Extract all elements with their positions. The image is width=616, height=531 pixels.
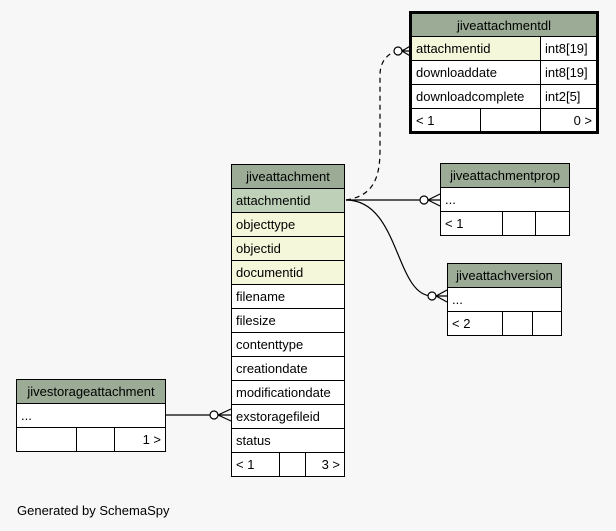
footer-middle (279, 452, 306, 477)
children-count[interactable]: 0 > (540, 108, 598, 133)
generated-by-footer: Generated by SchemaSpy (17, 503, 170, 518)
edge-attachment-to-attachversion (345, 199, 433, 297)
children-count[interactable]: 1 > (114, 427, 166, 452)
parents-count[interactable]: < 1 (231, 452, 280, 477)
table-jivestorageattachment[interactable]: jivestorageattachment ... 1 > (16, 379, 166, 452)
column-name: creationdate (231, 356, 345, 381)
footer-middle (502, 211, 536, 236)
column-name: objectid (231, 236, 345, 261)
table-title[interactable]: jiveattachmentprop (440, 163, 570, 188)
children-count[interactable]: 3 > (305, 452, 345, 477)
crowfoot-attachversion (435, 289, 448, 303)
column-name: ... (447, 287, 562, 312)
zero-many-marker-attachment (209, 410, 219, 420)
parents-count[interactable]: < 1 (410, 108, 481, 133)
zero-many-marker-attachmentdl (393, 46, 403, 56)
column-name: filesize (231, 308, 345, 333)
column-name: exstoragefileid (231, 404, 345, 429)
table-jiveattachversion[interactable]: jiveattachversion ... < 2 (447, 263, 562, 336)
column-name: modificationdate (231, 380, 345, 405)
parents-count[interactable]: < 1 (440, 211, 503, 236)
column-name: downloadcomplete (410, 84, 541, 109)
table-title[interactable]: jiveattachment (231, 164, 345, 189)
table-jiveattachment[interactable]: jiveattachment attachmentid objecttype o… (231, 164, 345, 477)
column-name: filename (231, 284, 345, 309)
column-name: contenttype (231, 332, 345, 357)
column-name: ... (16, 403, 166, 428)
parents-count[interactable]: < 2 (447, 311, 503, 336)
column-name: ... (440, 187, 570, 212)
footer-middle (502, 311, 533, 336)
footer-middle (76, 427, 115, 452)
children-count[interactable] (532, 311, 562, 336)
column-name: attachmentid (410, 36, 541, 61)
column-type: int2[5] (540, 84, 598, 109)
column-name: downloaddate (410, 60, 541, 85)
footer-middle (480, 108, 541, 133)
table-jiveattachmentprop[interactable]: jiveattachmentprop ... < 1 (440, 163, 570, 236)
column-name: documentid (231, 260, 345, 285)
column-name: status (231, 428, 345, 453)
parents-count[interactable] (16, 427, 77, 452)
table-title[interactable]: jivestorageattachment (16, 379, 166, 404)
column-type: int8[19] (540, 60, 598, 85)
column-name: attachmentid (231, 188, 345, 213)
column-name: objecttype (231, 212, 345, 237)
zero-many-marker-attachversion (427, 291, 437, 301)
table-title[interactable]: jiveattachmentdl (410, 12, 598, 37)
zero-many-marker-attachmentprop (419, 195, 429, 205)
table-title[interactable]: jiveattachversion (447, 263, 562, 288)
crowfoot-attachment (217, 408, 232, 422)
crowfoot-attachmentprop (427, 193, 441, 207)
edge-attachment-to-attachmentdl (345, 49, 405, 201)
column-type: int8[19] (540, 36, 598, 61)
children-count[interactable] (535, 211, 570, 236)
table-jiveattachmentdl[interactable]: jiveattachmentdl attachmentid int8[19] d… (409, 11, 599, 134)
